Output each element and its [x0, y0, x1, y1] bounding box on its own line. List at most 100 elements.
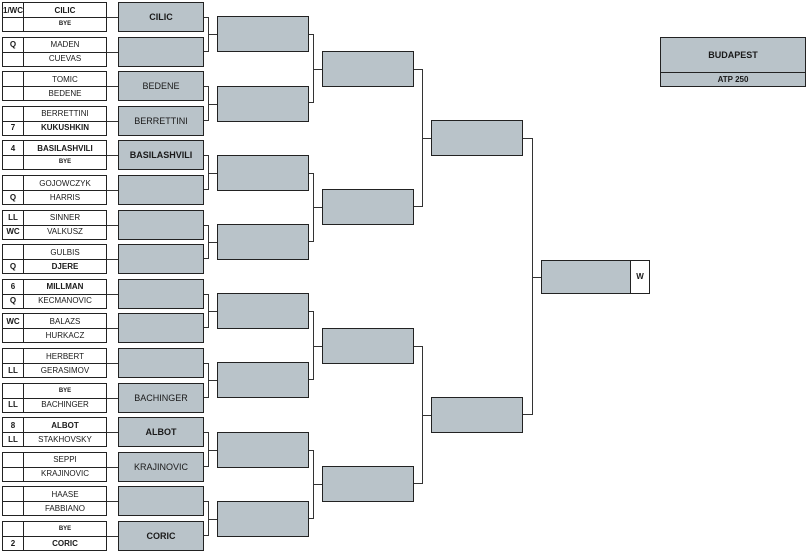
quarterfinal-slot: [217, 16, 309, 53]
seed-label: [3, 487, 24, 502]
semifinal-slot: [322, 327, 414, 364]
seed-label: [3, 51, 24, 66]
player-row: TOMIC: [3, 72, 106, 88]
player-row: BYE: [3, 155, 106, 170]
player-name: BYE: [58, 387, 72, 394]
connector-line: [209, 103, 217, 105]
semifinal-slot: [322, 189, 414, 226]
seed-label: [3, 245, 24, 260]
second-round-slot: KRAJINOVIC: [118, 451, 204, 482]
player-row: BEDENE: [3, 86, 106, 101]
seed-label: [3, 501, 24, 516]
seed-label: LL: [3, 210, 24, 225]
player-row: BERRETTINI: [3, 106, 106, 122]
bracket-connector: [309, 311, 314, 381]
bracket-connector: [309, 172, 314, 242]
player-name: GULBIS: [50, 247, 80, 257]
seed-label: Q: [3, 293, 24, 308]
player-name: HARRIS: [49, 192, 81, 202]
quarterfinal-slot: [217, 293, 309, 330]
bracket-connector: [204, 17, 209, 52]
quarterfinal-slot: [217, 362, 309, 399]
player-name: BYE: [58, 526, 72, 532]
semifinal-slot: [322, 466, 414, 503]
seed-label: [3, 86, 24, 101]
winner-label: W: [631, 259, 650, 294]
player-name: BYE: [58, 159, 72, 166]
bracket-connector: [523, 138, 533, 415]
player-row: FABBIANO: [3, 501, 106, 516]
connector-line: [209, 311, 217, 313]
player-row: HERBERT: [3, 349, 106, 364]
tournament-name: BUDAPEST: [660, 37, 806, 73]
second-round-slot: [118, 486, 204, 517]
connector-line: [107, 190, 118, 191]
second-round-slot: ALBOT: [118, 417, 204, 448]
connector-line: [314, 68, 322, 70]
player-row: Q HARRIS: [3, 190, 106, 204]
seed-label: [3, 17, 24, 31]
player-name: BALAZS: [49, 316, 81, 326]
connector-line: [107, 224, 118, 226]
player-name: GERASIMOV: [40, 365, 90, 375]
player-row: WC BALAZS: [3, 314, 106, 330]
seed-label: LL: [3, 397, 24, 412]
second-round-slot: BACHINGER: [118, 382, 204, 413]
seed-label: 1/WC: [3, 3, 24, 17]
second-round-slot: [118, 209, 204, 240]
seed-label: [3, 72, 24, 87]
final-slot: [431, 120, 523, 157]
connector-line: [209, 34, 217, 36]
bracket-connector: [309, 449, 314, 519]
seed-label: [3, 349, 24, 363]
player-name: HERBERT: [45, 351, 85, 361]
seed-label: WC: [3, 314, 24, 329]
connector-line: [107, 120, 118, 122]
player-name: KRAJINOVIC: [40, 469, 89, 479]
player-name: BACHINGER: [41, 400, 89, 410]
second-round-slot: BEDENE: [118, 71, 204, 102]
tournament-info: BUDAPEST ATP 250: [660, 37, 806, 87]
player-name: CORIC: [52, 538, 78, 548]
player-row: KRAJINOVIC: [3, 466, 106, 481]
connector-line: [107, 363, 118, 364]
seed-label: Q: [3, 190, 24, 204]
bracket-connector: [414, 68, 423, 208]
seed-label: [3, 106, 24, 121]
bracket-connector: [309, 34, 314, 104]
player-row: HURKACZ: [3, 328, 106, 343]
connector-line: [314, 207, 322, 209]
player-row: LL BACHINGER: [3, 397, 106, 412]
seed-label: 6: [3, 279, 24, 294]
player-row: BYE: [3, 383, 106, 399]
player-name: STAKHOVSKY: [38, 434, 92, 444]
bracket-connector: [204, 224, 209, 260]
player-row: CUEVAS: [3, 51, 106, 66]
player-name: KECMANOVIC: [38, 296, 92, 306]
player-name: ALBOT: [51, 420, 79, 430]
player-row: BYE: [3, 17, 106, 31]
connector-line: [209, 172, 217, 174]
connector-line: [107, 86, 118, 88]
player-row: GOJOWCZYK: [3, 176, 106, 191]
seed-label: [3, 452, 24, 467]
connector-line: [107, 432, 118, 434]
seed-label: 7: [3, 120, 24, 135]
player-name: SEPPI: [53, 455, 77, 465]
quarterfinal-slot: [217, 431, 309, 468]
quarterfinal-slot: [217, 85, 309, 122]
bracket-connector: [204, 293, 209, 329]
connector-line: [107, 259, 118, 261]
seed-label: 2: [3, 536, 24, 550]
